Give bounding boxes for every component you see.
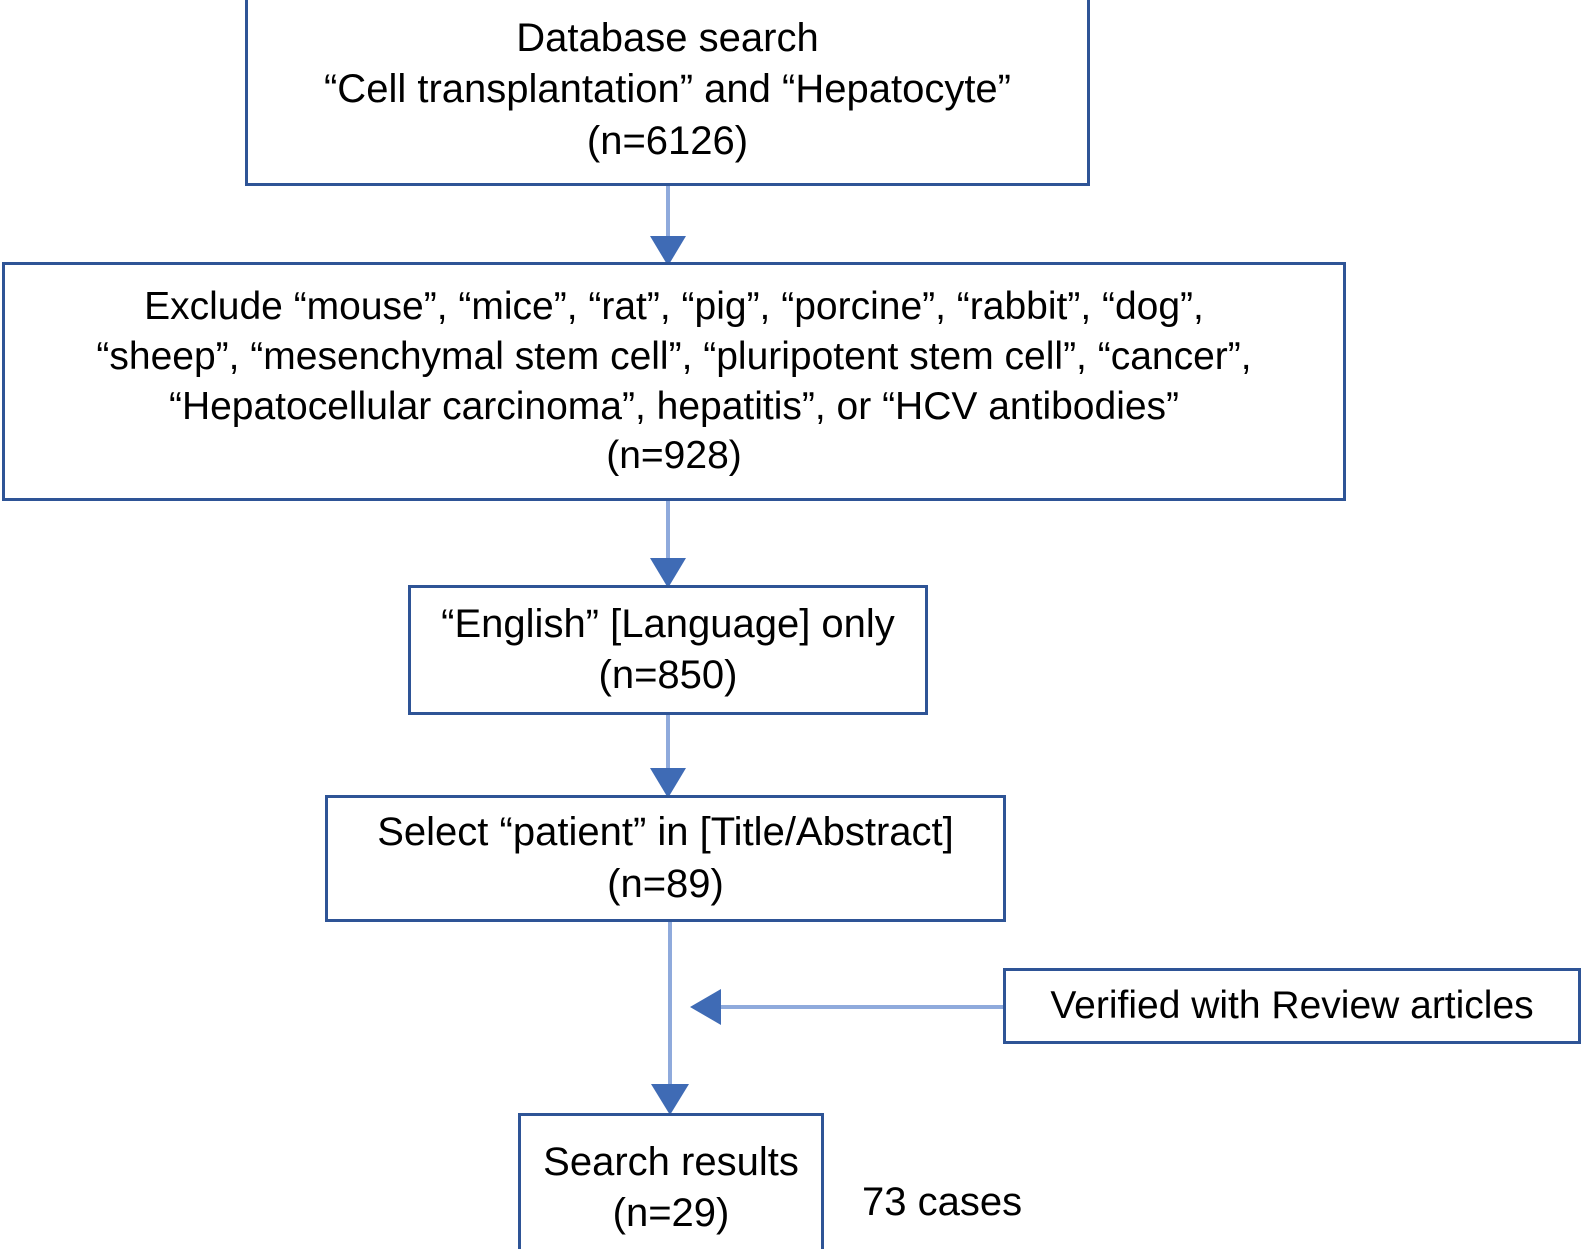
node-verified-review: Verified with Review articles [1003, 968, 1581, 1044]
edge-verified-review-to-trunk [690, 989, 1003, 1025]
edge-exclude-terms-to-english-only [650, 501, 686, 588]
node-database-search: Database search “Cell transplantation” a… [245, 0, 1090, 186]
edge-select-patient-to-search-results [651, 922, 689, 1115]
node-database-search-label: Database search “Cell transplantation” a… [323, 16, 1011, 163]
caption-total-cases: 73 cases [862, 1180, 1023, 1224]
node-select-patient-label: Select “patient” in [Title/Abstract] (n=… [377, 810, 954, 906]
edge-english-only-to-select-patient [650, 715, 686, 798]
node-search-results-label: Search results (n=29) [543, 1139, 799, 1235]
node-english-only-label: “English” [Language] only (n=850) [441, 601, 895, 697]
edge-database-search-to-exclude-terms [650, 186, 686, 266]
node-select-patient: Select “patient” in [Title/Abstract] (n=… [325, 795, 1006, 922]
node-search-results: Search results (n=29) [518, 1113, 824, 1249]
node-exclude-terms-label: Exclude “mouse”, “mice”, “rat”, “pig”, “… [96, 284, 1252, 478]
node-verified-review-label: Verified with Review articles [1050, 984, 1534, 1028]
node-exclude-terms: Exclude “mouse”, “mice”, “rat”, “pig”, “… [2, 262, 1346, 501]
node-english-only: “English” [Language] only (n=850) [408, 585, 928, 715]
